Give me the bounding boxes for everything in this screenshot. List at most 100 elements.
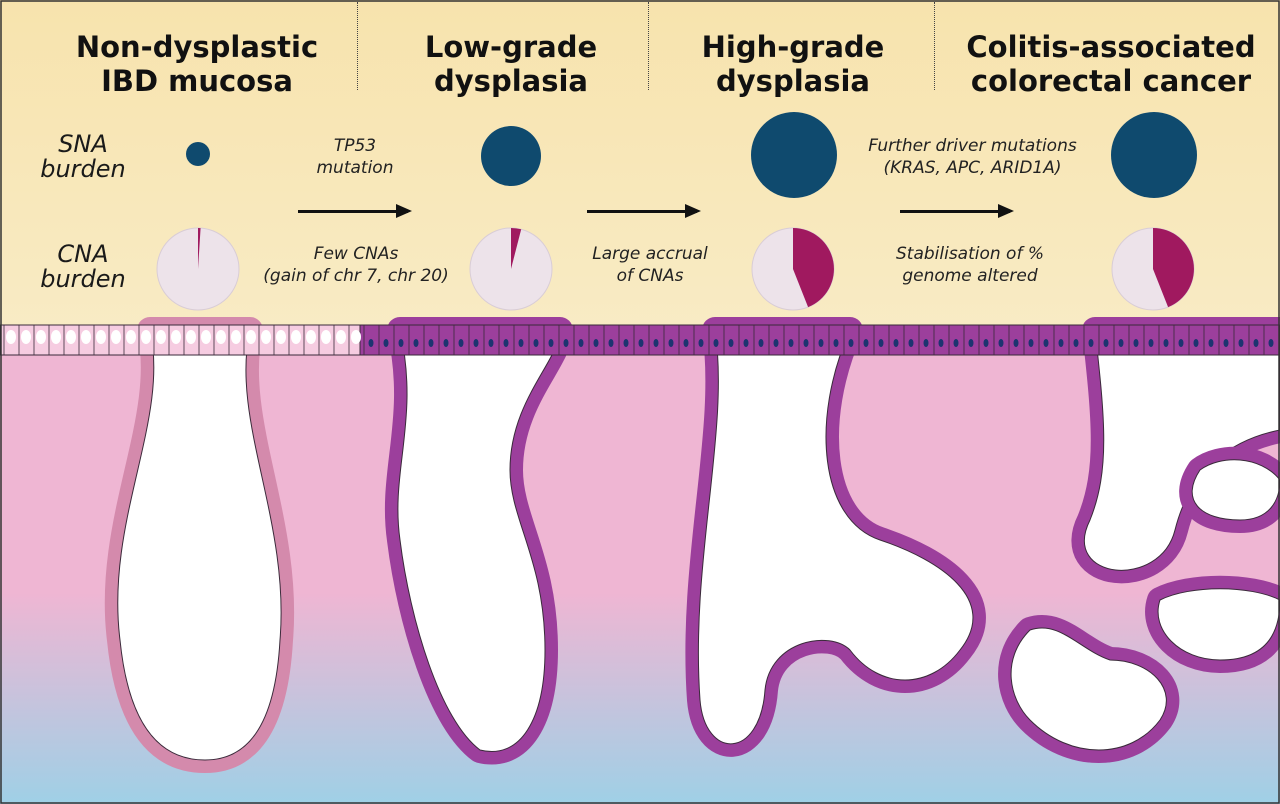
goblet-cell <box>36 330 46 344</box>
cell-nucleus <box>863 339 869 347</box>
goblet-cell <box>351 330 361 344</box>
cell-nucleus <box>848 339 854 347</box>
cell-nucleus <box>833 339 839 347</box>
stage-divider <box>357 2 358 90</box>
goblet-cell <box>201 330 211 344</box>
crypt-lumen-edge <box>1010 627 1167 751</box>
goblet-cell <box>111 330 121 344</box>
cell-nucleus <box>1058 339 1064 347</box>
cell-nucleus <box>488 339 494 347</box>
progression-arrow <box>298 204 412 218</box>
sna-circle <box>1111 112 1197 198</box>
cell-nucleus <box>1178 339 1184 347</box>
cell-nucleus <box>443 339 449 347</box>
goblet-cell <box>336 330 346 344</box>
goblet-cell <box>276 330 286 344</box>
goblet-cell <box>126 330 136 344</box>
cell-nucleus <box>533 339 539 347</box>
cell-nucleus <box>458 339 464 347</box>
goblet-cell <box>6 330 16 344</box>
sna-circle <box>186 142 210 166</box>
cell-nucleus <box>818 339 824 347</box>
cna-pie-slice <box>511 228 522 269</box>
cell-nucleus <box>1223 339 1229 347</box>
crypt-lumen-edge <box>1191 459 1280 521</box>
cell-nucleus <box>908 339 914 347</box>
crypt-lumen-edge <box>697 329 974 745</box>
cell-nucleus <box>728 339 734 347</box>
goblet-cell <box>156 330 166 344</box>
cell-nucleus <box>578 339 584 347</box>
cell-nucleus <box>1253 339 1259 347</box>
crypt-lumen-edge <box>117 329 282 761</box>
cell-nucleus <box>938 339 944 347</box>
cell-nucleus <box>953 339 959 347</box>
cell-nucleus <box>713 339 719 347</box>
cell-nucleus <box>1193 339 1199 347</box>
goblet-cell <box>21 330 31 344</box>
sna-circle <box>751 112 837 198</box>
cell-nucleus <box>803 339 809 347</box>
cell-nucleus <box>668 339 674 347</box>
cell-nucleus <box>1073 339 1079 347</box>
transition-note-stabilisation: Stabilisation of %genome altered <box>895 244 1045 286</box>
goblet-cell <box>306 330 316 344</box>
stage-divider <box>934 2 935 90</box>
goblet-cell <box>321 330 331 344</box>
goblet-cell <box>66 330 76 344</box>
cell-nucleus <box>503 339 509 347</box>
progression-arrow <box>587 204 701 218</box>
goblet-cell <box>51 330 61 344</box>
transition-note-few-cnas: Few CNAs(gain of chr 7, chr 20) <box>263 244 449 286</box>
cell-nucleus <box>698 339 704 347</box>
cell-nucleus <box>428 339 434 347</box>
cell-nucleus <box>788 339 794 347</box>
cell-nucleus <box>968 339 974 347</box>
crypt-lumen-edge <box>1157 588 1280 661</box>
progression-arrow <box>900 204 1014 218</box>
cell-nucleus <box>923 339 929 347</box>
cell-nucleus <box>1118 339 1124 347</box>
cell-nucleus <box>653 339 659 347</box>
cell-nucleus <box>758 339 764 347</box>
goblet-cell <box>186 330 196 344</box>
cna-pie-slice <box>793 228 834 308</box>
stage-divider <box>648 2 649 90</box>
goblet-cell <box>96 330 106 344</box>
cell-nucleus <box>1163 339 1169 347</box>
cna-pie-slice <box>198 228 201 269</box>
cell-nucleus <box>1133 339 1139 347</box>
cell-nucleus <box>1028 339 1034 347</box>
cell-nucleus <box>518 339 524 347</box>
goblet-cell <box>141 330 151 344</box>
goblet-cell <box>171 330 181 344</box>
cna-pie-slice <box>1153 228 1194 308</box>
cell-nucleus <box>1268 339 1274 347</box>
transition-note-driver-mutations: Further driver mutations(KRAS, APC, ARID… <box>868 136 1077 178</box>
goblet-cell <box>216 330 226 344</box>
cell-nucleus <box>473 339 479 347</box>
goblet-cell <box>261 330 271 344</box>
cell-nucleus <box>1043 339 1049 347</box>
cell-nucleus <box>593 339 599 347</box>
cell-nucleus <box>383 339 389 347</box>
cell-nucleus <box>683 339 689 347</box>
goblet-cell <box>231 330 241 344</box>
cell-nucleus <box>548 339 554 347</box>
cell-nucleus <box>638 339 644 347</box>
goblet-cell <box>246 330 256 344</box>
cell-nucleus <box>1148 339 1154 347</box>
cell-nucleus <box>983 339 989 347</box>
sna-circle <box>481 126 541 186</box>
